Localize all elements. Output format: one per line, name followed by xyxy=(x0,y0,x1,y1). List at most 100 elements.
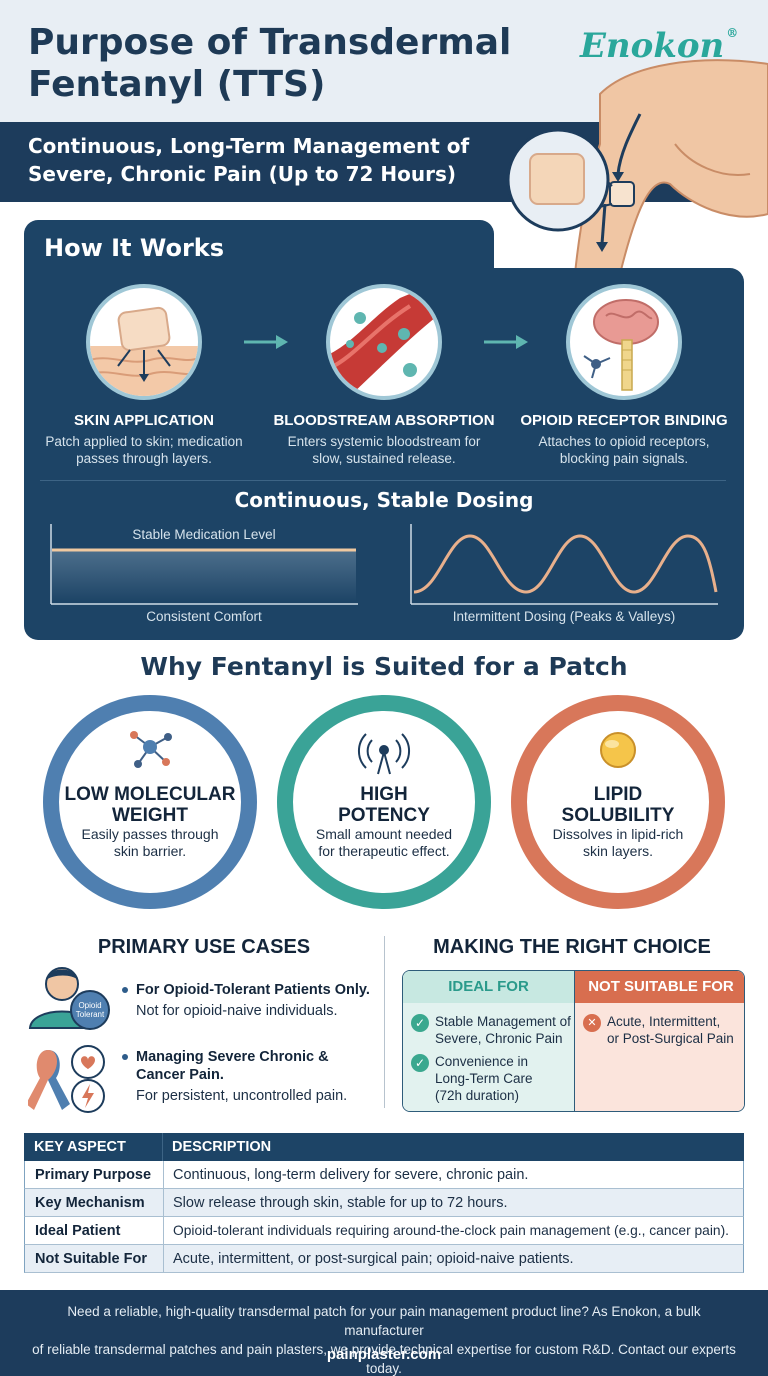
use-case-1-text: Not for opioid-naive individuals. xyxy=(136,1003,338,1019)
title-line: SOLUBILITY xyxy=(561,805,675,826)
item-line: or Post-Surgical Pain xyxy=(607,1031,734,1046)
row-aspect: Ideal Patient xyxy=(35,1223,121,1239)
footer-website-link[interactable]: painplaster.com xyxy=(326,1346,442,1363)
property-desc-molecular-weight: Easily passes through skin barrier. xyxy=(50,826,250,860)
step-title-skin-application: SKIN APPLICATION xyxy=(73,412,214,429)
ideal-header: IDEAL FOR xyxy=(403,971,574,1003)
enokon-logo[interactable]: Enokon® xyxy=(580,26,738,66)
desc-line: Small amount needed xyxy=(315,826,453,842)
not-suitable-column: NOT SUITABLE FOR ✕ Acute, Intermittent, … xyxy=(574,971,744,1111)
cell-divider xyxy=(163,1189,164,1217)
item-line: Stable Management of xyxy=(435,1014,571,1029)
graph-stable-caption: Consistent Comfort xyxy=(146,609,262,624)
subtitle-line-1: Continuous, Long-Term Management of xyxy=(28,134,470,158)
graph-stable-label: Stable Medication Level xyxy=(132,527,276,542)
footer-line: of reliable transdermal patches and pain… xyxy=(32,1342,736,1376)
desc-line: skin layers. xyxy=(582,843,654,859)
ideal-item-2: Convenience in Long-Term Care (72h durat… xyxy=(435,1053,571,1104)
step-desc-receptor: Attaches to opioid receptors, blocking p… xyxy=(504,433,744,467)
not-suitable-header: NOT SUITABLE FOR xyxy=(575,971,744,1003)
arrow-right-icon xyxy=(484,335,528,349)
item-line: (72h duration) xyxy=(435,1088,520,1103)
header-description: DESCRIPTION xyxy=(172,1139,272,1155)
desc-line: for therapeutic effect. xyxy=(318,843,450,859)
row-aspect: Primary Purpose xyxy=(35,1167,152,1183)
desc-line: Easily passes through xyxy=(81,826,219,842)
graph-intermittent-caption: Intermittent Dosing (Peaks & Valleys) xyxy=(452,609,676,624)
use-case-2-text: For persistent, uncontrolled pain. xyxy=(136,1088,348,1104)
property-desc-lipid: Dissolves in lipid-rich skin layers. xyxy=(518,826,718,860)
footer-line: Need a reliable, high-quality transderma… xyxy=(67,1304,701,1338)
shoulder-patch-illustration xyxy=(506,59,768,274)
footer-text: Need a reliable, high-quality transderma… xyxy=(30,1302,738,1376)
bloodstream-illustration xyxy=(326,284,442,400)
row-description: Slow release through skin, stable for up… xyxy=(173,1195,508,1211)
logo-text: Enokon xyxy=(580,26,725,66)
property-desc-potency: Small amount needed for therapeutic effe… xyxy=(284,826,484,860)
desc-line: passes through layers. xyxy=(76,451,212,466)
table-row: Primary Purpose Continuous, long-term de… xyxy=(24,1161,744,1189)
opioid-tolerant-badge: Opioid Tolerant xyxy=(75,1001,105,1019)
ideal-item-1: Stable Management of Severe, Chronic Pai… xyxy=(435,1013,571,1047)
header-key-aspect: KEY ASPECT xyxy=(34,1139,126,1155)
why-suited-title: Why Fentanyl is Suited for a Patch xyxy=(140,652,628,681)
patient-avatar-icon xyxy=(28,967,110,1030)
desc-line: Dissolves in lipid-rich xyxy=(552,826,684,842)
table-row: Not Suitable For Acute, intermittent, or… xyxy=(24,1245,744,1273)
check-icon: ✓ xyxy=(411,1014,429,1032)
use-cases-title: PRIMARY USE CASES xyxy=(97,936,311,958)
brain-receptor-illustration xyxy=(566,284,682,400)
title-line: LIPID xyxy=(593,784,643,805)
desc-line: skin barrier. xyxy=(113,843,187,859)
intermittent-dosing-graph xyxy=(410,524,718,605)
arrow-right-icon xyxy=(244,335,288,349)
desc-line: slow, sustained release. xyxy=(312,451,456,466)
cell-divider xyxy=(163,1245,164,1273)
signal-potency-icon xyxy=(357,733,411,775)
desc-line: Attaches to opioid receptors, xyxy=(538,434,710,449)
table-row: Ideal Patient Opioid-tolerant individual… xyxy=(24,1217,744,1245)
lipid-droplet-icon xyxy=(600,732,636,768)
row-description: Acute, intermittent, or post-surgical pa… xyxy=(173,1251,574,1267)
property-title-molecular-weight: LOW MOLECULAR WEIGHT xyxy=(50,784,250,826)
use-case-1-bold: For Opioid-Tolerant Patients Only. xyxy=(136,982,370,998)
title-line: WEIGHT xyxy=(112,805,188,826)
item-line: Long-Term Care xyxy=(435,1071,533,1086)
stable-level-graph xyxy=(50,524,358,605)
column-divider xyxy=(384,936,385,1108)
dosing-title: Continuous, Stable Dosing xyxy=(234,488,534,512)
step-title-receptor: OPIOID RECEPTOR BINDING xyxy=(520,412,728,429)
bullet xyxy=(122,987,128,993)
ideal-column: IDEAL FOR ✓ Stable Management of Severe,… xyxy=(403,971,574,1111)
page-title: Purpose of Transdermal Fentanyl (TTS) xyxy=(28,22,511,106)
cross-icon: ✕ xyxy=(583,1014,601,1032)
registered-mark: ® xyxy=(726,26,739,40)
footer-band xyxy=(0,1290,768,1376)
desc-line: Enters systemic bloodstream for xyxy=(287,434,481,449)
item-line: Severe, Chronic Pain xyxy=(435,1031,563,1046)
bullet xyxy=(122,1054,128,1060)
choice-table: IDEAL FOR ✓ Stable Management of Severe,… xyxy=(402,970,745,1112)
use-case-2-bold: Managing Severe Chronic & Cancer Pain. xyxy=(136,1048,380,1084)
table-row: Key Mechanism Slow release through skin,… xyxy=(24,1189,744,1217)
section-divider xyxy=(40,480,726,481)
title-line-1: Purpose of Transdermal xyxy=(28,22,512,63)
title-line: HIGH xyxy=(360,784,408,805)
property-rings xyxy=(43,695,725,909)
step-desc-bloodstream: Enters systemic bloodstream for slow, su… xyxy=(264,433,504,467)
step-title-bloodstream: BLOODSTREAM ABSORPTION xyxy=(273,412,495,429)
property-title-lipid: LIPID SOLUBILITY xyxy=(518,784,718,826)
subtitle-line-2: Severe, Chronic Pain (Up to 72 Hours) xyxy=(28,162,457,186)
title-line-2: Fentanyl (TTS) xyxy=(28,64,326,105)
bold-line: Cancer Pain. xyxy=(136,1067,224,1083)
choice-title: MAKING THE RIGHT CHOICE xyxy=(433,936,711,958)
step-desc-skin-application: Patch applied to skin; medication passes… xyxy=(24,433,264,467)
how-it-works-title: How It Works xyxy=(44,234,225,262)
cell-divider xyxy=(163,1217,164,1245)
item-line: Acute, Intermittent, xyxy=(607,1014,721,1029)
desc-line: blocking pain signals. xyxy=(559,451,689,466)
check-icon: ✓ xyxy=(411,1054,429,1072)
not-suitable-item-1: Acute, Intermittent, or Post-Surgical Pa… xyxy=(607,1013,744,1047)
row-description: Continuous, long-term delivery for sever… xyxy=(173,1167,529,1183)
row-aspect: Not Suitable For xyxy=(35,1251,147,1267)
